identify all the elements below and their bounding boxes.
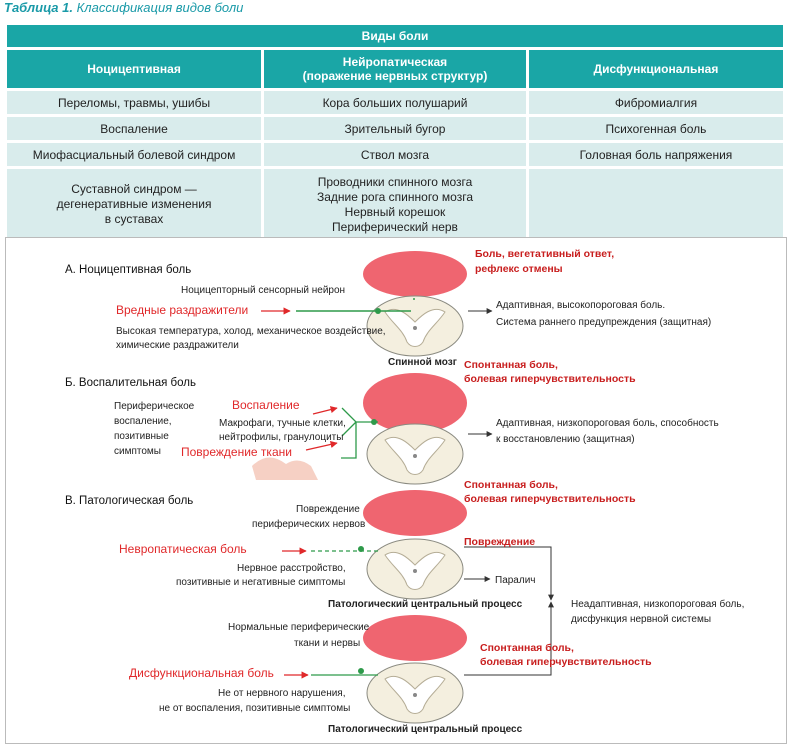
b-left-1: Периферическое xyxy=(114,401,195,412)
nerve-damage-1: Повреждение xyxy=(296,504,360,515)
spinal-cord-d-icon xyxy=(366,662,464,724)
spinal-cord-label: Спинной мозг xyxy=(388,357,457,368)
normal-tissue-1: Нормальные периферические xyxy=(228,622,370,633)
spinal-cord-b-icon xyxy=(366,423,464,485)
header-neuropathic-line2: (поражение нервных структур) xyxy=(302,69,488,83)
pain-types-figure: А. Ноцицептивная боль Ноцицепторный сенс… xyxy=(5,237,787,744)
b-left-3: позитивные xyxy=(114,431,169,442)
table-cell: Кора больших полушарий xyxy=(264,91,526,114)
tissue-damage-label: Повреждение ткани xyxy=(181,445,292,459)
cell-line: дегенеративные изменения xyxy=(56,197,212,211)
tissue-icon xyxy=(252,457,318,480)
effect-d-1: Спонтанная боль, xyxy=(480,642,574,654)
table-cell: Головная боль напряжения xyxy=(528,143,783,166)
header-neuropathic-line1: Нейропатическая xyxy=(342,55,448,69)
process-d-label: Патологический центральный процесс xyxy=(328,724,523,735)
effect-d-2: болевая гиперчувствительность xyxy=(480,656,652,668)
output-c-2: дисфункция нервной системы xyxy=(571,614,712,625)
brain-a xyxy=(363,251,467,297)
section-c-title: В. Патологическая боль xyxy=(65,495,194,507)
table-cell: Переломы, травмы, ушибы xyxy=(7,91,262,114)
brain-b xyxy=(363,373,467,433)
effect-b-2: болевая гиперчувствительность xyxy=(464,373,636,385)
damage-arrow xyxy=(305,440,338,451)
not-nerve-2: не от воспаления, позитивные симптомы xyxy=(159,703,351,714)
table-cell xyxy=(528,169,783,240)
paralysis-label: Паралич xyxy=(495,575,536,586)
table-cell: Миофасциальный болевой синдром xyxy=(7,143,262,166)
output-a-2: Система раннего предупреждения (защитная… xyxy=(496,317,712,328)
effect-b-1: Спонтанная боль, xyxy=(464,359,558,371)
header-neuropathic: Нейропатическая (поражение нервных струк… xyxy=(264,50,526,88)
stimulus-desc-2: химические раздражители xyxy=(116,340,239,351)
cell-line: Суставной синдром — xyxy=(71,182,197,196)
effect-c-2: болевая гиперчувствительность xyxy=(464,493,636,505)
normal-tissue-2: ткани и нервы xyxy=(294,638,361,649)
inflammation-label: Воспаление xyxy=(232,398,300,412)
table-cell: Ствол мозга xyxy=(264,143,526,166)
header-nociceptive: Ноцицептивная xyxy=(7,50,262,88)
table-cell: Суставной синдром — дегенеративные измен… xyxy=(7,169,262,240)
caption-label: Таблица 1. xyxy=(4,0,73,15)
effect-a-2: рефлекс отмены xyxy=(475,263,563,275)
cell-line: Нервный корешок xyxy=(344,204,446,219)
inflammation-neuron xyxy=(341,407,378,459)
table-row: Переломы, травмы, ушибы Кора больших пол… xyxy=(7,91,783,114)
injury-arrow xyxy=(464,546,554,601)
cell-line: Проводники спинного мозга xyxy=(317,174,473,189)
nerve-disorder-1: Нервное расстройство, xyxy=(237,563,346,574)
neuropathic-label: Невропатическая боль xyxy=(119,542,247,556)
output-b-2: к восстановлению (защитная) xyxy=(496,434,635,445)
cells-2: нейтрофилы, гранулоциты xyxy=(219,432,344,443)
stimulus-label: Вредные раздражители xyxy=(116,303,249,317)
inflam-arrow xyxy=(312,406,338,415)
section-b-title: Б. Воспалительная боль xyxy=(65,377,196,389)
table-cell: Зрительный бугор xyxy=(264,117,526,140)
pain-classification-table: Виды боли Ноцицептивная Нейропатическая … xyxy=(4,22,786,243)
table-caption: Таблица 1. Классификация видов боли xyxy=(4,0,243,15)
brain-d xyxy=(363,615,467,661)
table-row: Суставной синдром — дегенеративные измен… xyxy=(7,169,783,240)
nociceptor-label: Ноцицепторный сенсорный нейрон xyxy=(181,285,346,296)
figure-diagram xyxy=(252,251,554,724)
header-dysfunctional: Дисфункциональная xyxy=(528,50,783,88)
output-b-1: Адаптивная, низкопороговая боль, способн… xyxy=(496,418,719,429)
caption-title: Классификация видов боли xyxy=(76,0,244,15)
effect-c-1: Спонтанная боль, xyxy=(464,479,558,491)
spinal-cord-c-icon xyxy=(366,538,464,600)
cell-line: в суставах xyxy=(104,212,164,226)
effect-a-1: Боль, вегетативный ответ, xyxy=(475,248,615,260)
dysfunction-arrow xyxy=(464,601,554,676)
process-c-label: Патологический центральный процесс xyxy=(328,599,523,610)
injury-label: Повреждение xyxy=(464,536,536,548)
cells-1: Макрофаги, тучные клетки, xyxy=(219,418,346,429)
table-row: Воспаление Зрительный бугор Психогенная … xyxy=(7,117,783,140)
dysfunctional-label: Дисфункциональная боль xyxy=(129,666,274,680)
output-c-1: Неадаптивная, низкопороговая боль, xyxy=(571,599,745,610)
stimulus-desc-1: Высокая температура, холод, механическое… xyxy=(116,326,386,337)
section-a-title: А. Ноцицептивная боль xyxy=(65,264,192,276)
not-nerve-1: Не от нервного нарушения, xyxy=(218,688,346,699)
b-left-2: воспаление, xyxy=(114,416,172,427)
cell-line: Задние рога спинного мозга xyxy=(316,189,474,204)
cell-line: Периферический нерв xyxy=(332,219,458,234)
nerve-damage-2: периферических нервов xyxy=(252,519,366,530)
nerve-disorder-2: позитивные и негативные симптомы xyxy=(176,577,346,588)
b-left-4: симптомы xyxy=(114,446,161,457)
table-row: Миофасциальный болевой синдром Ствол моз… xyxy=(7,143,783,166)
table-cell: Фибромиалгия xyxy=(528,91,783,114)
table-cell: Психогенная боль xyxy=(528,117,783,140)
brain-c xyxy=(363,490,467,536)
table-title: Виды боли xyxy=(7,25,783,47)
output-a-1: Адаптивная, высокопороговая боль. xyxy=(496,300,666,311)
table-cell: Воспаление xyxy=(7,117,262,140)
table-cell: Проводники спинного мозга Задние рога сп… xyxy=(264,169,526,240)
